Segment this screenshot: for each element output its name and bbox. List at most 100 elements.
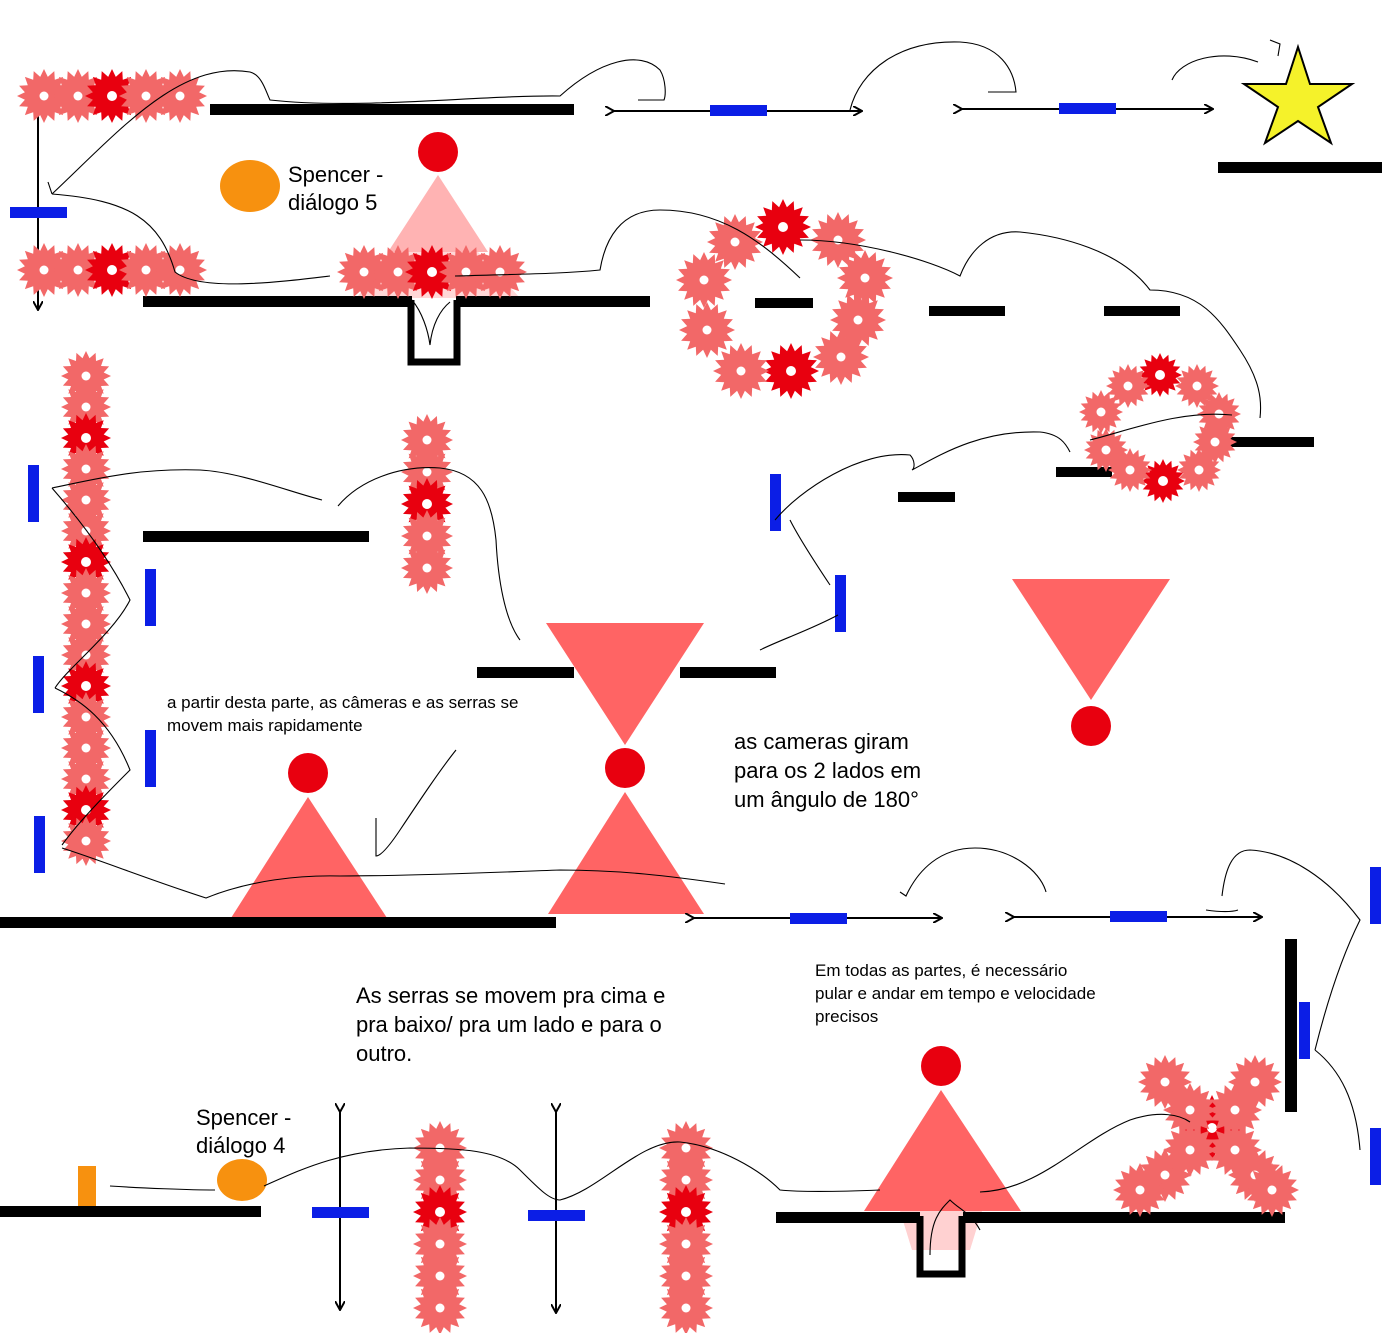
saw-hub: [422, 563, 432, 573]
saw-hub: [81, 774, 91, 784]
saw-hub: [1101, 445, 1111, 455]
moving-platform: [770, 474, 781, 531]
saw-hub: [175, 265, 185, 275]
saw-hub: [836, 352, 846, 362]
saws-move-note: As serras se movem pra cima e pra baixo/…: [356, 983, 671, 1066]
saw-hub: [393, 267, 403, 277]
saw-hub: [1096, 407, 1106, 417]
platform: [929, 306, 1005, 316]
saw-hub: [422, 467, 432, 477]
saw-hub: [1185, 1145, 1195, 1155]
saw-hub: [1160, 1170, 1170, 1180]
saw-hub: [422, 435, 432, 445]
saw-hub: [141, 265, 151, 275]
saw-hub: [422, 531, 432, 541]
saw-hub: [73, 91, 83, 101]
platform: [1104, 306, 1180, 316]
wall-platform: [1285, 939, 1297, 1112]
camera-light-cone: [1012, 579, 1170, 700]
camera-head-icon: [605, 748, 645, 788]
camera-head-icon: [288, 753, 328, 793]
saw-hub: [860, 273, 870, 283]
saw-hub: [435, 1271, 445, 1281]
saw-hub: [435, 1303, 445, 1313]
saw-hub: [435, 1207, 445, 1217]
saw-hub: [681, 1207, 691, 1217]
saw-hub: [81, 588, 91, 598]
saw-hub: [81, 712, 91, 722]
saw-hub: [141, 91, 151, 101]
precision-note: Em todas as partes, é necessário pular e…: [815, 961, 1100, 1026]
saw-hub: [81, 433, 91, 443]
moving-platform: [1110, 911, 1167, 922]
saw-hub: [81, 619, 91, 629]
saw-hub: [1192, 381, 1202, 391]
camera-head-icon: [921, 1046, 961, 1086]
moving-platform: [1370, 1128, 1381, 1185]
moving-platform: [790, 913, 847, 924]
pit: [407, 300, 461, 366]
saw-hub: [1135, 1185, 1145, 1195]
saw-hub: [39, 91, 49, 101]
npc-spencer-icon: [217, 1159, 267, 1201]
moving-platform: [145, 569, 156, 626]
moving-platform: [1059, 103, 1116, 114]
saw-hub: [435, 1175, 445, 1185]
saw-hub: [681, 1175, 691, 1185]
player-path: [47, 39, 1361, 1256]
platform: [210, 104, 574, 115]
saw-hub: [786, 366, 796, 376]
camera-light-cone: [546, 623, 704, 745]
platform: [456, 296, 650, 307]
npc-label-spencer-4: Spencer - diálogo 4: [196, 1105, 298, 1158]
saw-hub: [681, 1303, 691, 1313]
row-2-section: [0, 465, 1381, 928]
saw-hub: [107, 265, 117, 275]
saw-hub: [778, 222, 788, 232]
moving-platform: [1370, 867, 1381, 924]
camera-head-icon: [1071, 706, 1111, 746]
moving-platform: [28, 465, 39, 522]
platform: [963, 1212, 1285, 1223]
saw-hub: [1250, 1077, 1260, 1087]
moving-platform: [33, 656, 44, 713]
saw-hub: [699, 275, 709, 285]
platform: [0, 917, 556, 928]
saw-hub: [81, 805, 91, 815]
saw-hub: [1230, 1105, 1240, 1115]
saw-hub: [681, 1271, 691, 1281]
saw-hub: [81, 650, 91, 660]
moving-platform: [528, 1210, 585, 1221]
moving-platform: [145, 730, 156, 787]
platform: [143, 296, 412, 307]
saw-hub: [81, 464, 91, 474]
saw-hub: [81, 681, 91, 691]
saw-hub: [1194, 465, 1204, 475]
saw-hub: [461, 267, 471, 277]
saw-hub: [107, 91, 117, 101]
faster-section-note: a partir desta parte, as câmeras e as se…: [167, 693, 523, 735]
npc-spencer-icon: [220, 160, 280, 212]
saw-hub: [681, 1143, 691, 1153]
saw-hub: [1123, 381, 1133, 391]
saw-hub: [1160, 1077, 1170, 1087]
spawn-marker-icon: [78, 1166, 96, 1208]
saw-hub: [1267, 1185, 1277, 1195]
platform: [755, 298, 813, 308]
platform: [1228, 437, 1314, 447]
camera-light-cone: [864, 1090, 1021, 1211]
saw-hub: [1207, 1123, 1217, 1133]
saw-hub: [1125, 465, 1135, 475]
saw-hub: [422, 499, 432, 509]
row-3-section: [0, 939, 1381, 1313]
moving-platform: [10, 207, 67, 218]
saw-hub: [435, 1239, 445, 1249]
saw-hub: [702, 325, 712, 335]
annotations: Spencer - diálogo 5 Spencer - diálogo 4 …: [167, 162, 1100, 1158]
saw-hub: [81, 557, 91, 567]
saw-hub: [73, 265, 83, 275]
cameras-rotate-note: as cameras giram para os 2 lados em um â…: [734, 729, 927, 812]
camera-head-icon: [418, 132, 458, 172]
saw-hub: [736, 366, 746, 376]
